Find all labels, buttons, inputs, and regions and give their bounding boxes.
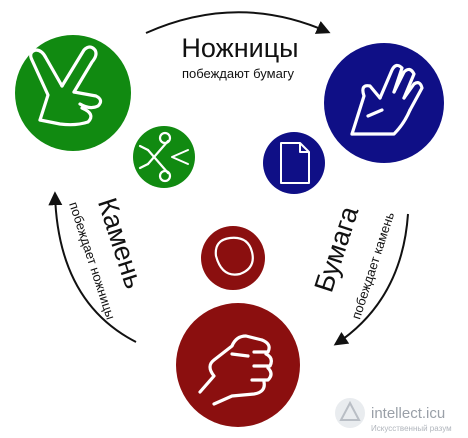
arrow-scissors-to-paper	[145, 11, 331, 34]
arrow-paper-to-rock	[333, 213, 409, 346]
rock-group	[176, 226, 300, 427]
triangle-logo-icon	[339, 400, 361, 421]
scissors-object-circle	[133, 126, 195, 188]
paper-title: Бумага	[309, 202, 365, 296]
watermark-tagline: Искусственный разум	[371, 424, 452, 433]
victory-hand-icon	[29, 45, 103, 127]
fist-icon	[198, 334, 273, 406]
scissors-title: Ножницы	[181, 33, 298, 63]
paper-hand-circle	[324, 43, 444, 163]
rock-hand-circle	[176, 303, 300, 427]
watermark-name: intellect.icu	[371, 405, 445, 422]
open-hand-icon	[350, 63, 424, 136]
paper-object-circle	[263, 132, 325, 194]
scissors-icon	[138, 131, 189, 183]
stone-icon	[214, 236, 254, 276]
scissors-group	[15, 35, 195, 188]
watermark: intellect.icu Искусственный разум	[335, 398, 452, 433]
document-icon	[280, 142, 310, 184]
scissors-subtitle: побеждают бумагу	[182, 66, 295, 81]
rock-object-circle	[201, 226, 265, 290]
arrow-rock-to-scissors	[48, 191, 137, 343]
paper-group	[263, 43, 444, 194]
